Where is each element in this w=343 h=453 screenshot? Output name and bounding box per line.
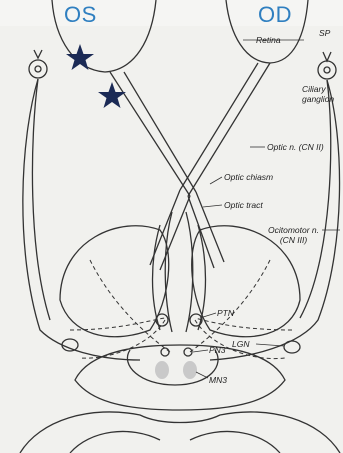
left-ciliary-ganglion <box>29 60 47 78</box>
right-lgn <box>284 341 300 353</box>
os-label: OS <box>64 2 97 28</box>
right-tract-dashed <box>190 260 270 352</box>
left-lgn <box>62 339 78 351</box>
left-oculomotor-nerve-outer <box>23 79 140 360</box>
tectum-outline <box>127 350 218 385</box>
optic-tract-label: Optic tract <box>224 200 263 210</box>
mn3-label: MN3 <box>209 375 227 385</box>
right-mn3-nucleus <box>183 361 197 379</box>
midbrain-outline <box>75 345 285 410</box>
oculomotor-nerve-label: Ocitomotor n. (CN III) <box>268 225 319 245</box>
pn3-leader <box>193 350 208 352</box>
left-ptn-nucleus <box>156 314 168 326</box>
left-sp-fibers <box>34 50 42 58</box>
chiasm-leader <box>210 177 222 184</box>
ciliary-ganglion-label: Ciliary ganglion <box>302 84 334 104</box>
optic-nerve-label: Optic n. (CN II) <box>267 142 324 152</box>
right-ptn-nucleus <box>190 314 202 326</box>
left-tract-dashed <box>90 260 170 352</box>
left-mn3-nucleus <box>155 361 169 379</box>
right-ciliary-ganglion-core <box>324 67 330 73</box>
left-ciliary-ganglion-core <box>35 66 41 72</box>
right-sp-fibers <box>323 52 331 61</box>
optic-chiasm-label: Optic chiasm <box>224 172 273 182</box>
right-optic-nerve-outer <box>180 63 258 190</box>
mn3-leader <box>196 372 208 378</box>
lgn-label: LGN <box>232 339 249 349</box>
lesion-markers <box>66 44 126 108</box>
right-ciliary-ganglion <box>318 61 336 79</box>
brainstem-base <box>20 412 340 453</box>
star-icon <box>66 44 94 70</box>
left-oculomotor-nerve-inner <box>32 79 50 320</box>
optic-tract-left-b <box>160 196 190 270</box>
ptn-label: PTN <box>217 308 234 318</box>
pn3-label: PN3 <box>209 345 226 355</box>
left-optic-nerve-outer <box>110 72 190 196</box>
left-pn3-nucleus <box>161 348 169 356</box>
tract-leader <box>203 205 222 207</box>
sp-label: SP <box>319 28 330 38</box>
lgn-leader <box>256 344 284 346</box>
left-optic-nerve-inner <box>124 72 196 192</box>
star-icon <box>98 82 126 108</box>
right-oculomotor-nerve-inner <box>300 80 331 318</box>
od-label: OD <box>258 2 292 28</box>
retina-label: Retina <box>256 35 281 45</box>
brainstem-inner <box>70 431 280 453</box>
